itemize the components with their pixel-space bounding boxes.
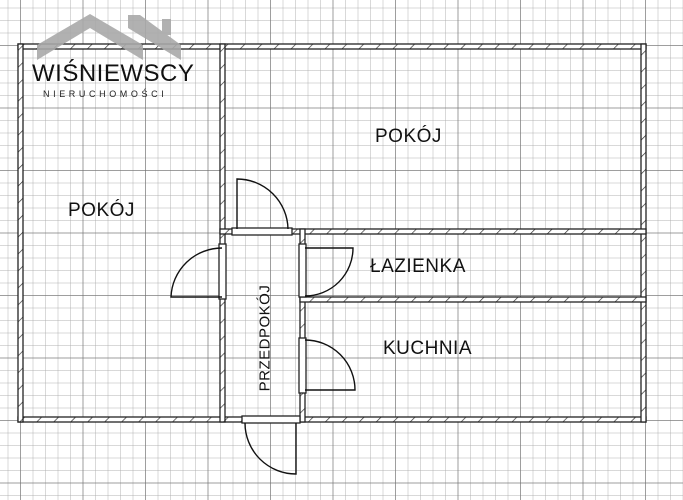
door-openings bbox=[218, 227, 307, 424]
walls bbox=[17, 43, 647, 423]
room-label-przedpokoj: PRZEDPOKÓJ bbox=[256, 284, 274, 392]
logo-roof-icon bbox=[37, 14, 181, 60]
room-label-pokoj-left: POKÓJ bbox=[68, 200, 135, 221]
room-label-pokoj-top: POKÓJ bbox=[375, 126, 442, 147]
wall-top bbox=[17, 43, 647, 50]
door-icon bbox=[304, 339, 356, 391]
door-icon bbox=[170, 247, 223, 298]
room-label-kuchnia: KUCHNIA bbox=[383, 338, 473, 359]
door-icon bbox=[304, 247, 354, 297]
room-label-lazienka: ŁAZIENKA bbox=[370, 256, 466, 277]
wall-corridor-right bbox=[299, 228, 306, 423]
door-icon bbox=[244, 422, 297, 475]
wall-bottom bbox=[17, 416, 647, 423]
wall-bath-kitchen bbox=[299, 296, 647, 303]
door-icon bbox=[236, 178, 289, 230]
logo-title: WIŚNIEWSCY bbox=[32, 60, 195, 87]
wall-left bbox=[17, 43, 24, 423]
wall-corridor-top bbox=[219, 228, 647, 235]
logo-subtitle: NIERUCHOMOŚCI bbox=[43, 89, 168, 99]
